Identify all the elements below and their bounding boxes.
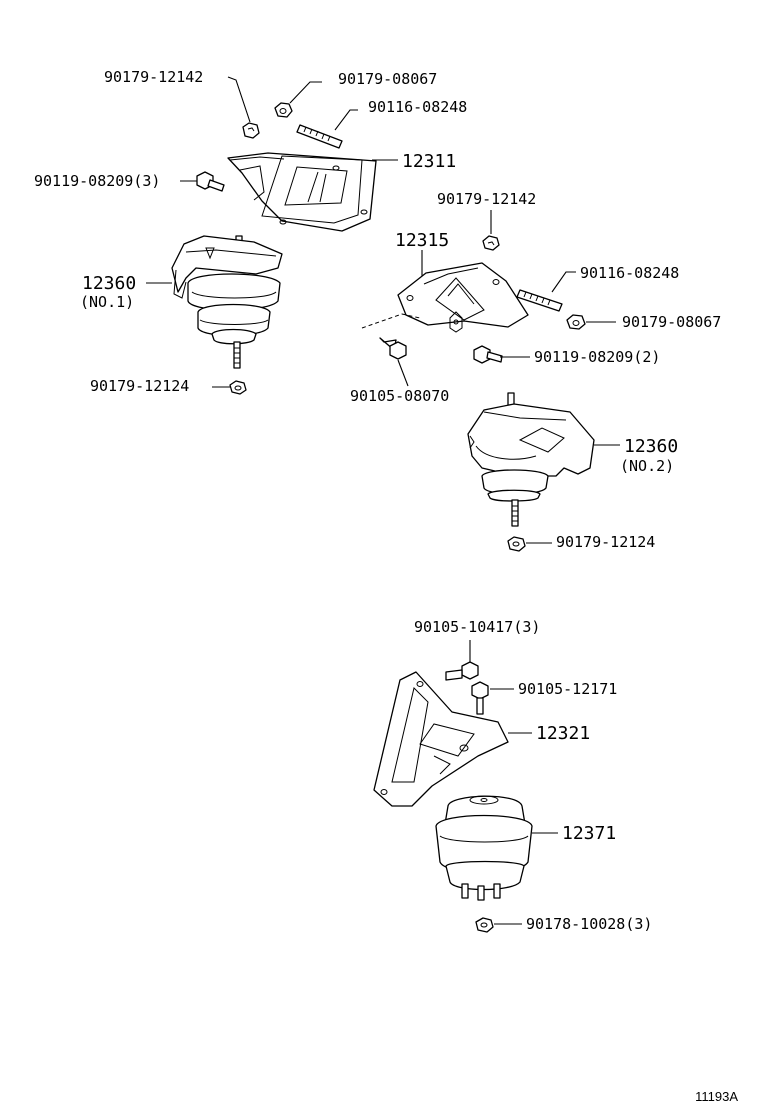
label-12360-no2[interactable]: 12360 bbox=[624, 436, 678, 457]
stud-90116-08248-mid[interactable] bbox=[516, 289, 563, 312]
insulator-12360-no2[interactable] bbox=[467, 392, 595, 527]
label-90119-08209-2[interactable]: 90119-08209(2) bbox=[534, 348, 660, 366]
label-no2[interactable]: (NO.2) bbox=[620, 457, 674, 475]
label-90179-08067-right[interactable]: 90179-08067 bbox=[622, 313, 721, 331]
label-90179-12142-top[interactable]: 90179-12142 bbox=[104, 68, 203, 86]
nut-90179-08067-top[interactable] bbox=[274, 102, 293, 118]
catalog-number: 11193A bbox=[695, 1089, 738, 1104]
label-12321[interactable]: 12321 bbox=[536, 723, 590, 744]
label-90119-08209-3[interactable]: 90119-08209(3) bbox=[34, 172, 160, 190]
nut-90178-10028[interactable] bbox=[475, 917, 494, 933]
label-12360-no1[interactable]: 12360 bbox=[82, 273, 136, 294]
label-90179-12142-mid[interactable]: 90179-12142 bbox=[437, 190, 536, 208]
bolt-90119-08209-left[interactable] bbox=[196, 171, 225, 192]
leader-nut-top-left bbox=[227, 76, 251, 123]
label-90178-10028-3[interactable]: 90178-10028(3) bbox=[526, 915, 652, 933]
nut-90179-12124-right[interactable] bbox=[507, 536, 526, 552]
label-12311[interactable]: 12311 bbox=[402, 151, 456, 172]
label-90179-12124-right[interactable]: 90179-12124 bbox=[556, 533, 655, 551]
insulator-12360-no1[interactable] bbox=[171, 235, 283, 369]
bracket-12315[interactable] bbox=[397, 262, 529, 333]
leader-bolt-small bbox=[397, 359, 409, 387]
label-90116-08248-top[interactable]: 90116-08248 bbox=[368, 98, 467, 116]
leader-nut-top-right bbox=[289, 81, 322, 104]
insulator-12371[interactable] bbox=[435, 795, 533, 901]
bolt-90119-08209-mid[interactable] bbox=[473, 345, 503, 364]
label-no1[interactable]: (NO.1) bbox=[80, 293, 134, 311]
label-90105-08070[interactable]: 90105-08070 bbox=[350, 387, 449, 405]
nut-90179-08067-right[interactable] bbox=[566, 314, 586, 330]
label-90105-12171[interactable]: 90105-12171 bbox=[518, 680, 617, 698]
bolt-90105-08070[interactable] bbox=[379, 337, 407, 360]
leader-stud-top bbox=[334, 109, 358, 131]
bracket-12311[interactable] bbox=[227, 152, 377, 232]
stud-90116-08248-top[interactable] bbox=[296, 124, 343, 149]
bolt-90105-10417[interactable] bbox=[445, 661, 479, 681]
label-12371[interactable]: 12371 bbox=[562, 823, 616, 844]
label-12315[interactable]: 12315 bbox=[395, 230, 449, 251]
label-90105-10417-3[interactable]: 90105-10417(3) bbox=[414, 618, 540, 636]
nut-90179-12124-left[interactable] bbox=[229, 380, 247, 395]
bolt-90105-12171[interactable] bbox=[471, 681, 489, 715]
leader-stud-mid bbox=[551, 271, 576, 293]
label-90116-08248-mid[interactable]: 90116-08248 bbox=[580, 264, 679, 282]
nut-90179-12142-top[interactable] bbox=[242, 122, 260, 139]
label-90179-12124-left[interactable]: 90179-12124 bbox=[90, 377, 189, 395]
bracket-12321[interactable] bbox=[373, 671, 509, 807]
nut-90179-12142-mid[interactable] bbox=[482, 235, 500, 251]
dashed-alignment bbox=[361, 313, 421, 329]
label-90179-08067-top[interactable]: 90179-08067 bbox=[338, 70, 437, 88]
